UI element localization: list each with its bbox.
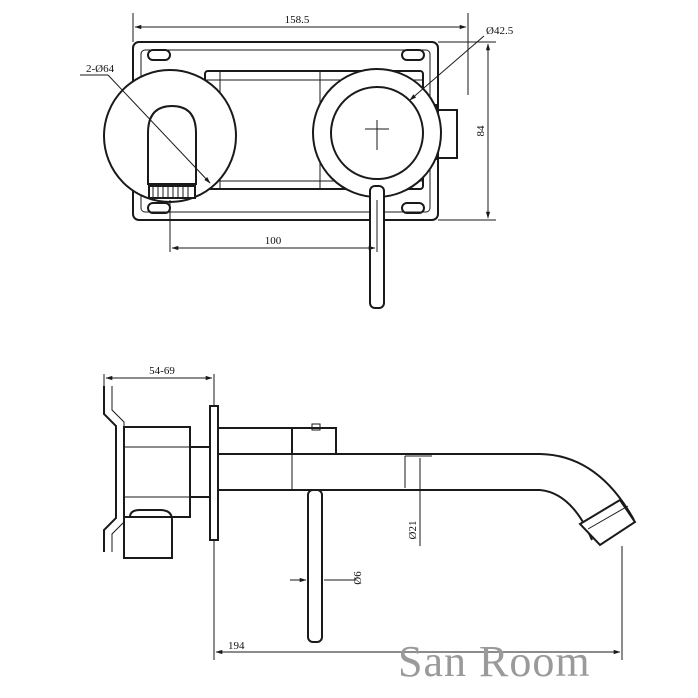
dim-center-distance: 100 [169,200,378,252]
dim-label-total-width: 158.5 [285,14,310,26]
dim-label-height: 84 [475,125,487,137]
spout-rosette [103,69,237,203]
aerator-icon [152,186,189,198]
spout-tip [578,498,637,547]
dim-label-spout-diameter: Ø21 [407,521,419,540]
plate-slot-top-right [401,49,425,61]
dim-lever-diameter: Ø6 [290,571,364,585]
dim-total-width: 158.5 [132,13,469,95]
valve-body [123,426,191,518]
watermark: San Room [398,637,591,686]
dim-label-projection: 194 [228,640,245,652]
dim-label-lever-diameter: Ø6 [352,571,364,585]
side-lever [307,489,323,643]
spout-bend [539,453,635,521]
dim-label-rosette-diameter: 2-Ø64 [86,63,115,75]
dim-projection: 194 [213,540,623,660]
dim-spout-diameter: Ø21 [404,455,432,546]
dim-rosette-diameter: 2-Ø64 [80,63,211,184]
dim-label-handle-diameter: Ø42.5 [486,25,514,37]
dim-handle-diameter: Ø42.5 [409,25,514,101]
plate-slot-bottom-right [401,202,425,214]
dim-label-center-distance: 100 [265,235,282,247]
side-view: 54-69 Ø21 Ø6 194 [103,365,637,660]
dim-label-wall-depth: 54-69 [149,365,175,377]
dim-wall-depth: 54-69 [103,365,215,406]
wall-bracket [103,386,117,552]
front-view: 158.5 Ø42.5 2-Ø64 84 100 [80,13,514,309]
dim-height: 84 [438,41,496,221]
plate-slot-top-left [147,49,171,61]
wall-flange [209,405,219,541]
